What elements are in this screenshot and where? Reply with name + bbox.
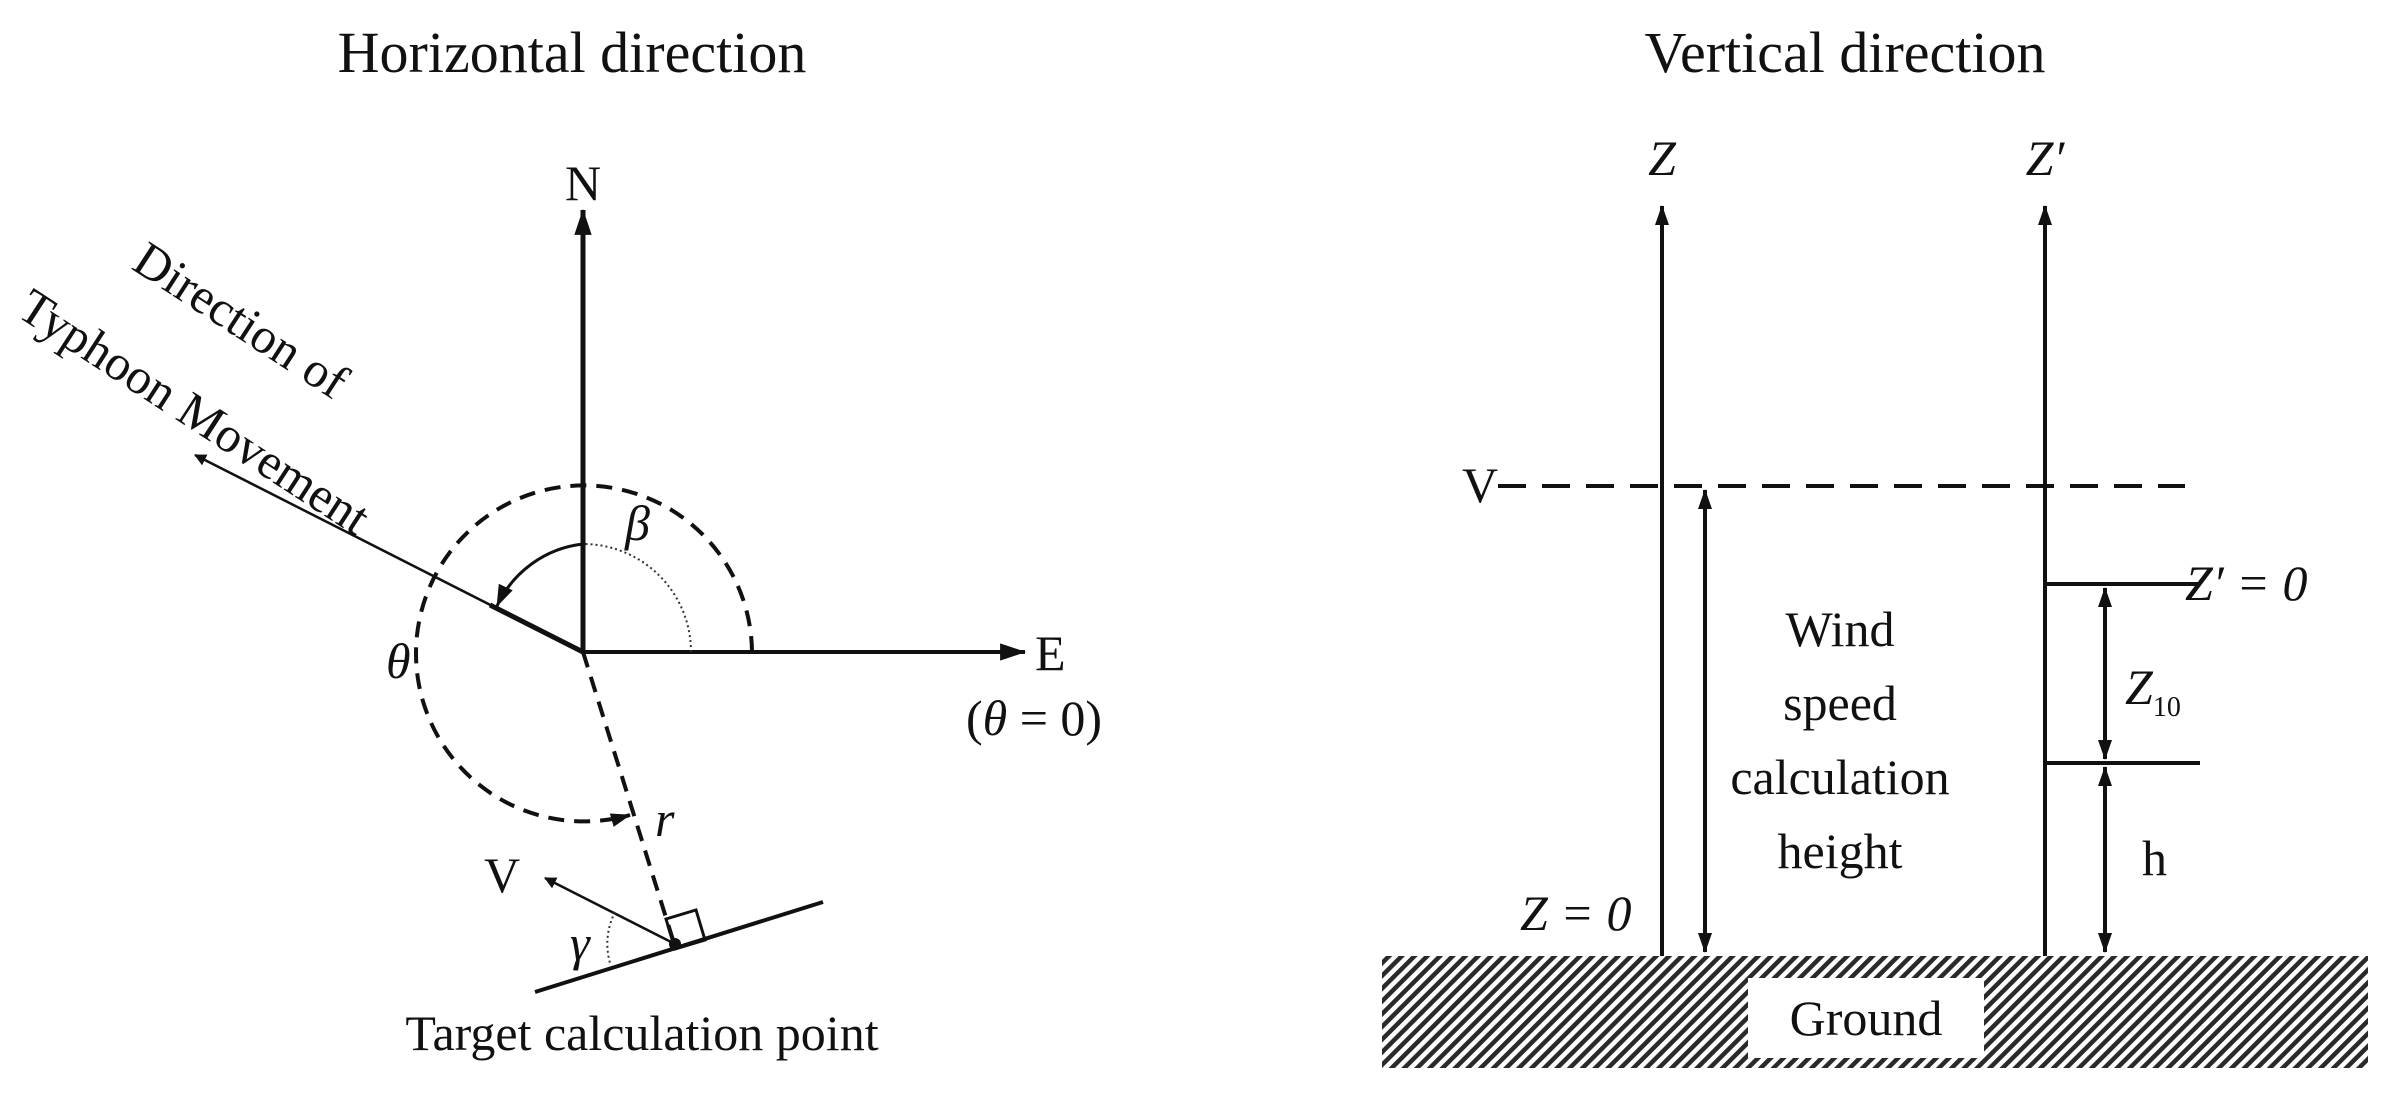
ground-label-box bbox=[1748, 978, 1984, 1058]
wind-label-line-2: speed bbox=[1783, 675, 1897, 731]
target-point bbox=[669, 938, 681, 950]
z-axis-label: Z bbox=[1648, 130, 1677, 186]
r-label: r bbox=[655, 791, 675, 847]
horizontal-panel: Horizontal direction N E (θ = 0) Directi… bbox=[9, 20, 1102, 1061]
v-label-horizontal: V bbox=[484, 847, 520, 903]
vertical-title: Vertical direction bbox=[1645, 20, 2046, 85]
vertical-panel: Vertical direction Ground Z Z′ V Wind sp… bbox=[1382, 20, 2368, 1068]
beta-label: β bbox=[624, 495, 650, 551]
zprime-axis-label: Z′ bbox=[2026, 130, 2066, 186]
wind-vector-arrow bbox=[544, 876, 676, 946]
wind-label-line-1: Wind bbox=[1785, 601, 1894, 657]
east-theta-note: (θ = 0) bbox=[966, 690, 1102, 746]
zprime-zero-label: Z′ = 0 bbox=[2185, 555, 2308, 611]
gamma-dotted-arc bbox=[606, 911, 616, 964]
wind-label-line-3: calculation bbox=[1730, 749, 1949, 805]
v-label-vertical: V bbox=[1462, 457, 1498, 513]
theta-dashed-arc bbox=[414, 483, 754, 827]
theta-label: θ bbox=[386, 633, 411, 689]
target-label: Target calculation point bbox=[405, 1005, 878, 1061]
beta-dotted-arc bbox=[582, 543, 692, 653]
z10-label: Z10 bbox=[2125, 659, 2181, 723]
ground-label: Ground bbox=[1790, 990, 1943, 1046]
beta-arc bbox=[495, 542, 584, 607]
z-zero-label: Z = 0 bbox=[1520, 885, 1632, 941]
horizontal-title: Horizontal direction bbox=[338, 20, 807, 85]
gamma-label: γ bbox=[570, 915, 591, 971]
north-label: N bbox=[565, 155, 601, 211]
h-label: h bbox=[2142, 830, 2167, 886]
wind-speed-label: Wind speed calculation height bbox=[1730, 601, 1949, 879]
movement-bold-segment bbox=[488, 602, 585, 655]
wind-label-line-4: height bbox=[1778, 823, 1903, 879]
east-label: E bbox=[1035, 625, 1066, 681]
